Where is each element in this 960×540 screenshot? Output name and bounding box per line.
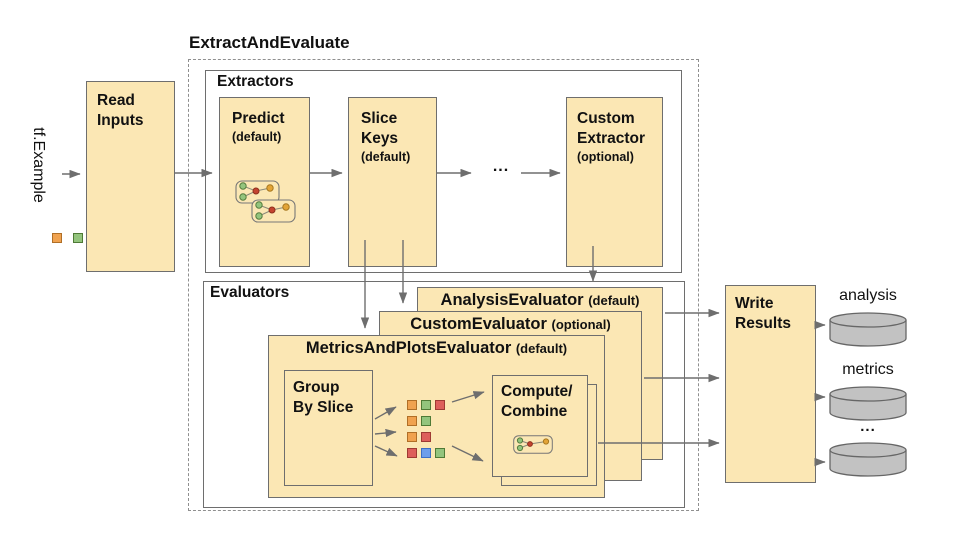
analysis-datastore-icon: [829, 312, 907, 347]
green-square: [73, 233, 83, 243]
read-inputs-box: Read Inputs: [86, 81, 175, 272]
custom-evaluator-label: CustomEvaluator (optional): [410, 315, 611, 333]
slice-row: [407, 416, 431, 426]
predict-label: Predict (default): [232, 110, 285, 144]
write-results-label: Write Results: [735, 295, 791, 332]
red-square: [407, 448, 417, 458]
slice-row: [407, 432, 431, 442]
slice-keys-extractor-box: Slice Keys (default): [348, 97, 437, 267]
other-datastore-icon: [829, 442, 907, 477]
orange-square: [407, 400, 417, 410]
tf-example-label: tf.Example: [30, 127, 47, 203]
metrics-output-label: metrics: [842, 361, 894, 378]
custom-extractor-box: Custom Extractor (optional): [566, 97, 663, 267]
compute-combine-label: Compute/ Combine: [501, 383, 573, 420]
evaluators-label: Evaluators: [210, 284, 290, 301]
slice-row: [407, 448, 445, 458]
green-square: [435, 448, 445, 458]
red-square: [421, 432, 431, 442]
combine-graph-icon: [513, 435, 553, 454]
extract-and-evaluate-container: [188, 59, 699, 511]
analysis-output-label: analysis: [839, 287, 897, 304]
metrics-datastore-icon: [829, 386, 907, 421]
red-square: [435, 400, 445, 410]
slice-row: [407, 400, 445, 410]
green-square: [421, 416, 431, 426]
metrics-and-plots-evaluator-label: MetricsAndPlotsEvaluator (default): [305, 339, 568, 357]
green-square: [421, 400, 431, 410]
orange-square: [52, 233, 62, 243]
analysis-evaluator-label: AnalysisEvaluator (default): [440, 291, 640, 309]
compute-combine-box: Compute/ Combine: [492, 375, 588, 477]
read-inputs-label: Read Inputs: [97, 92, 144, 129]
orange-square: [407, 432, 417, 442]
extractors-ellipsis: ...: [492, 158, 510, 175]
outputs-ellipsis: ...: [860, 418, 876, 435]
blue-square: [421, 448, 431, 458]
predict-extractor-box: Predict (default): [219, 97, 310, 267]
extractors-label: Extractors: [217, 73, 294, 90]
custom-extractor-label: Custom Extractor (optional): [577, 110, 646, 164]
group-by-slice-box: Group By Slice: [284, 370, 373, 486]
model-graph-icon: [235, 180, 296, 223]
group-by-slice-label: Group By Slice: [293, 379, 354, 416]
slice-keys-label: Slice Keys (default): [361, 110, 411, 164]
diagram-title: ExtractAndEvaluate: [189, 33, 350, 52]
orange-square: [407, 416, 417, 426]
write-results-box: Write Results: [725, 285, 816, 483]
